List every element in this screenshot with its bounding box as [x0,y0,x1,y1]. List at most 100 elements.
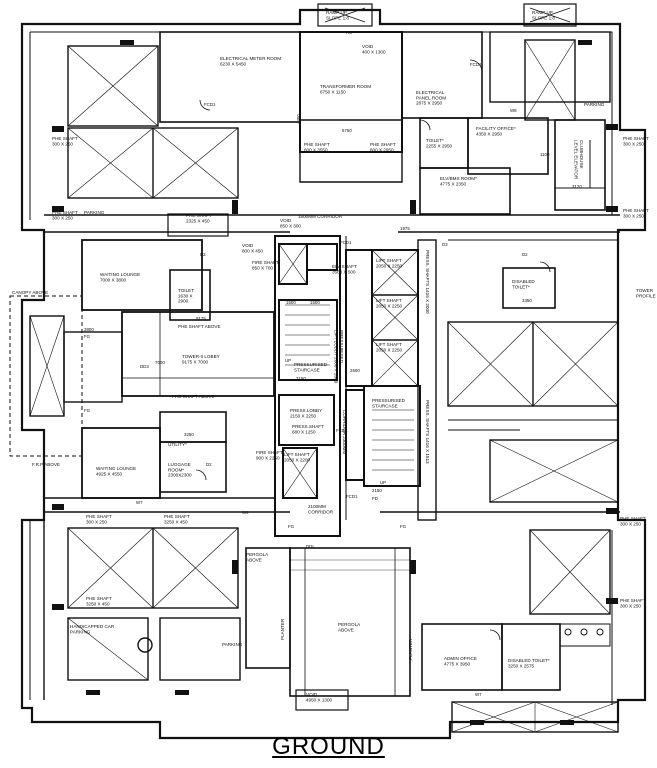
label-planter-l: PLANTER [280,618,285,640]
dim-1100: 1100 [540,152,550,157]
tag-dd3: DD3 [140,364,149,369]
label-phe-shaft-above2: PHE SHAFT ABOVE [172,394,215,399]
outer-wall-inner [29,31,613,705]
dim-3350: 3350 [522,298,532,303]
tag-ddi: DDI [306,544,314,549]
tag-d2-a: D2 [200,252,206,257]
lobby-inner [122,312,274,396]
label-parking-bl: PARKING [222,642,243,647]
outer-wall [20,8,647,740]
tag-w8: W8 [510,108,517,113]
electrical-meter-room [159,31,301,123]
tag-d2-b: D2 [522,252,528,257]
dim-3250: 3250 [184,432,194,437]
label-frp-above: F.R.P ABOVE [32,462,60,467]
central-core [274,235,341,537]
corridor-top [44,214,620,233]
dim-2600: 2600 [350,368,360,373]
label-disabled-toilet-bot: DISABLED TOILET*3250 X 2575 [508,658,550,668]
toilet-left [169,269,211,321]
parking-stalls-top-right [489,31,611,121]
plan-title: GROUND [272,733,385,760]
tag-w7-b: W7 [475,692,482,697]
ramp-arrows [324,7,571,23]
clubhouse-lines [555,140,605,189]
parking-stalls-bottom-right [451,529,619,733]
waiting-lounge-top [81,239,203,311]
disabled-toilet-bottom [501,623,561,691]
corridor-vertical [339,236,347,520]
tag-up-a: UP [285,358,291,363]
lower-band [43,497,620,700]
label-canopy: CANOPY ABOVE [12,290,48,295]
dim-7000: 7000 [155,360,165,365]
dim-1500: 1500 [286,300,296,305]
waiting-lounge-bottom [81,427,161,499]
void-bottom [295,689,349,711]
utility-room [159,411,227,443]
transformer-room [299,31,403,153]
label-toilet-top: TOILET*2255 X 2950 [426,138,453,148]
structural-columns [52,40,618,725]
tag-up-b: UP [380,480,386,485]
elv-room [419,167,511,215]
dim-3120: 3120 [572,184,582,189]
tag-rs: RS [346,30,352,35]
parking-stalls-right-mid [447,321,619,503]
door-swings [195,59,551,641]
tag-d2-c: D2 [206,462,212,467]
ramp-right [523,3,577,27]
pergola-central [245,547,411,697]
tag-fg-a: FG [84,334,91,339]
tag-w4: W4 [242,510,249,515]
label-parking-tr: PARKING [584,102,605,107]
label-planter-r: PLANTER [408,638,413,660]
tag-fcd1-b: FCD1 [340,240,352,245]
tag-fd: FD [372,496,378,501]
phe-shaft-l3 [167,213,229,237]
tag-fg-d: FG [400,524,407,529]
label-press-shafts-right2: PRESS. SHAFTS 1416 X 1513 [425,400,430,464]
press-shafts-right [417,239,437,521]
tag-fcd1-e: FCD1 [470,62,482,67]
label-clubhouse: CLUBHOUSELEVEL ELEVATOR [574,140,584,180]
dim-3800: 3800 [84,327,94,332]
dim-6750: 6750 [342,128,352,133]
tag-w7-a: W7 [136,500,143,505]
label-press-shafts-right: PRESS. SHAFTS 1416 X 2000 [425,250,430,314]
clubhouse-elevator [554,119,606,211]
